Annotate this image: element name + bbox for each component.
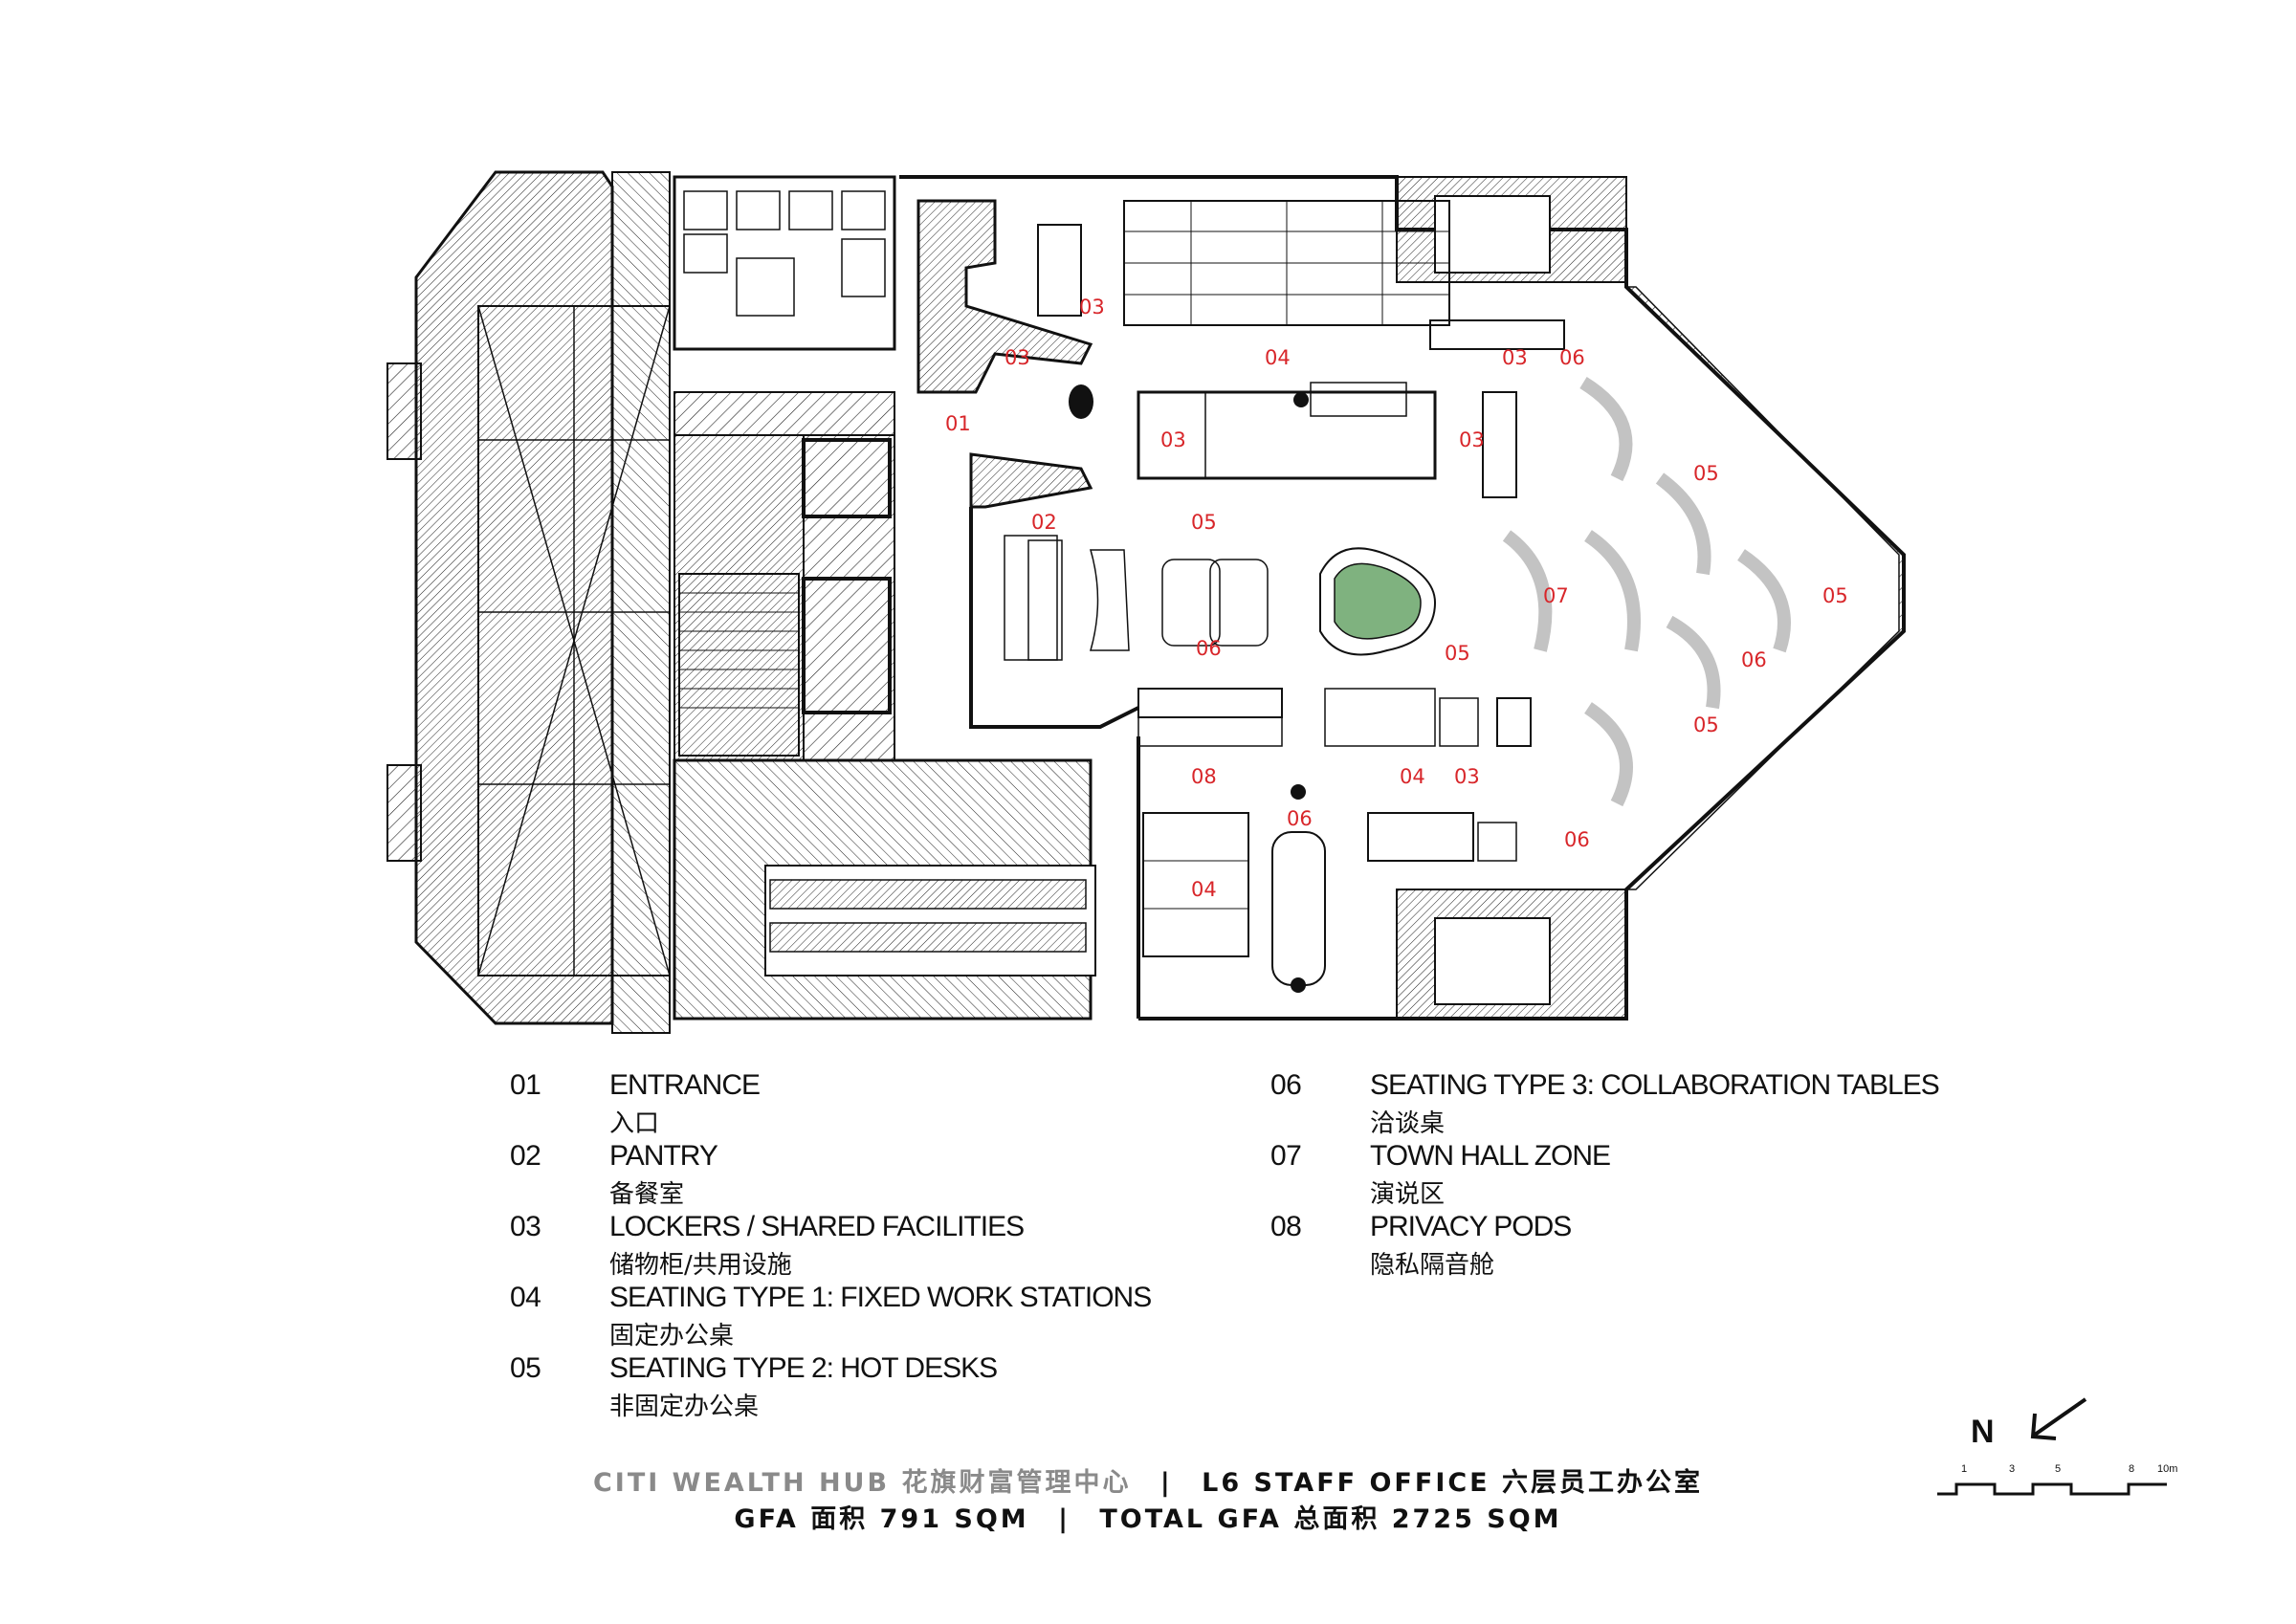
legend-zh: 固定办公桌	[609, 1322, 735, 1350]
legend-num: 07	[1270, 1140, 1302, 1172]
zone-label-05: 05	[1693, 462, 1719, 485]
legend-zh: 非固定办公桌	[609, 1393, 760, 1421]
pantry-zone	[1004, 535, 1269, 661]
north-indicator: N	[1971, 1394, 2087, 1452]
legend-en: LOCKERS / SHARED FACILITIES	[609, 1211, 1025, 1242]
zone-label-06: 06	[1741, 648, 1767, 671]
legend-num: 04	[510, 1282, 541, 1313]
legend-zh: 隐私隔音舱	[1370, 1251, 1495, 1280]
legend-zh: 备餐室	[609, 1180, 685, 1209]
zone-label-05: 05	[1822, 584, 1848, 607]
scale-tick-label: 10m	[2157, 1463, 2178, 1475]
scale-tick-label: 3	[2009, 1463, 2016, 1475]
legend-num: 01	[510, 1069, 541, 1101]
entrance-corridor	[916, 199, 1139, 729]
footer-area: GFA 面积 791 SQM | TOTAL GFA 总面积 2725 SQM	[0, 1498, 2296, 1535]
footer-title: CITI WEALTH HUB 花旗财富管理中心 | L6 STAFF OFFI…	[0, 1461, 2296, 1499]
footer-gfa: GFA 面积 791 SQM	[734, 1504, 1029, 1534]
footer-separator: |	[1159, 1468, 1173, 1498]
footer-total-gfa: TOTAL GFA 总面积 2725 SQM	[1099, 1504, 1562, 1534]
hot-desks	[1502, 377, 1791, 807]
legend-zh: 入口	[609, 1109, 660, 1138]
zone-label-05: 05	[1191, 511, 1217, 534]
scale-tick-label: 1	[1961, 1463, 1968, 1475]
north-label: N	[1971, 1414, 1995, 1450]
legend-num: 06	[1270, 1069, 1302, 1101]
zone-label-03: 03	[1004, 346, 1030, 369]
footer-separator: |	[1058, 1504, 1071, 1534]
legend-zh: 储物柜/共用设施	[609, 1251, 792, 1280]
west-atrium	[386, 170, 671, 1034]
legend: 01 ENTRANCE 入口 02 PANTRY 备餐室 03 LOCKERS …	[510, 1069, 1983, 1442]
zone-label-03: 03	[1160, 428, 1186, 451]
legend-zh: 洽谈桌	[1370, 1109, 1446, 1138]
legend-en: PRIVACY PODS	[1370, 1211, 1572, 1242]
zone-label-08: 08	[1191, 765, 1217, 788]
zone-label-03: 03	[1454, 765, 1480, 788]
workstations-south	[1137, 688, 1532, 993]
zone-label-03: 03	[1079, 296, 1105, 318]
zone-label-06: 06	[1559, 346, 1585, 369]
footer-brand: CITI WEALTH HUB 花旗财富管理中心	[592, 1468, 1132, 1498]
legend-zh: 演说区	[1370, 1180, 1446, 1209]
zone-label-04: 04	[1191, 878, 1217, 901]
workstations-north	[1123, 200, 1565, 498]
zone-label-01: 01	[945, 412, 971, 435]
legend-num: 02	[510, 1140, 541, 1172]
legend-num: 05	[510, 1352, 541, 1384]
zone-label-06: 06	[1287, 807, 1313, 830]
zone-label-06: 06	[1564, 828, 1590, 851]
legend-en: TOWN HALL ZONE	[1370, 1140, 1611, 1172]
legend-en: PANTRY	[609, 1140, 718, 1172]
scale-tick-label: 5	[2055, 1463, 2062, 1475]
town-hall-table	[1319, 547, 1437, 656]
scale-bar: 1 3 5 8 10m	[1928, 1463, 2178, 1502]
legend-num: 08	[1270, 1211, 1302, 1242]
zone-label-03: 03	[1459, 428, 1485, 451]
zone-label-04: 04	[1400, 765, 1425, 788]
zone-label-05: 05	[1693, 713, 1719, 736]
scale-bar-graphic	[1937, 1482, 2167, 1496]
zone-label-03: 03	[1502, 346, 1528, 369]
office-outline	[899, 175, 1906, 1020]
north-arrow-icon	[2030, 1397, 2087, 1440]
zone-label-07: 07	[1543, 584, 1569, 607]
zone-label-05: 05	[1445, 642, 1470, 665]
footer-floor: L6 STAFF OFFICE 六层员工办公室	[1202, 1468, 1704, 1498]
zone-label-06: 06	[1196, 637, 1222, 660]
legend-en: SEATING TYPE 1: FIXED WORK STATIONS	[609, 1282, 1152, 1313]
zone-label-02: 02	[1031, 511, 1057, 534]
zone-labels: 01 02 03 03 03 03 03 03 04 04 04 05 05 0…	[945, 296, 1848, 901]
service-core	[673, 175, 1096, 1020]
zone-label-04: 04	[1265, 346, 1291, 369]
legend-en: ENTRANCE	[609, 1069, 761, 1101]
legend-en: SEATING TYPE 3: COLLABORATION TABLES	[1370, 1069, 1940, 1101]
legend-en: SEATING TYPE 2: HOT DESKS	[609, 1352, 998, 1384]
legend-num: 03	[510, 1211, 541, 1242]
scale-tick-label: 8	[2129, 1463, 2135, 1475]
